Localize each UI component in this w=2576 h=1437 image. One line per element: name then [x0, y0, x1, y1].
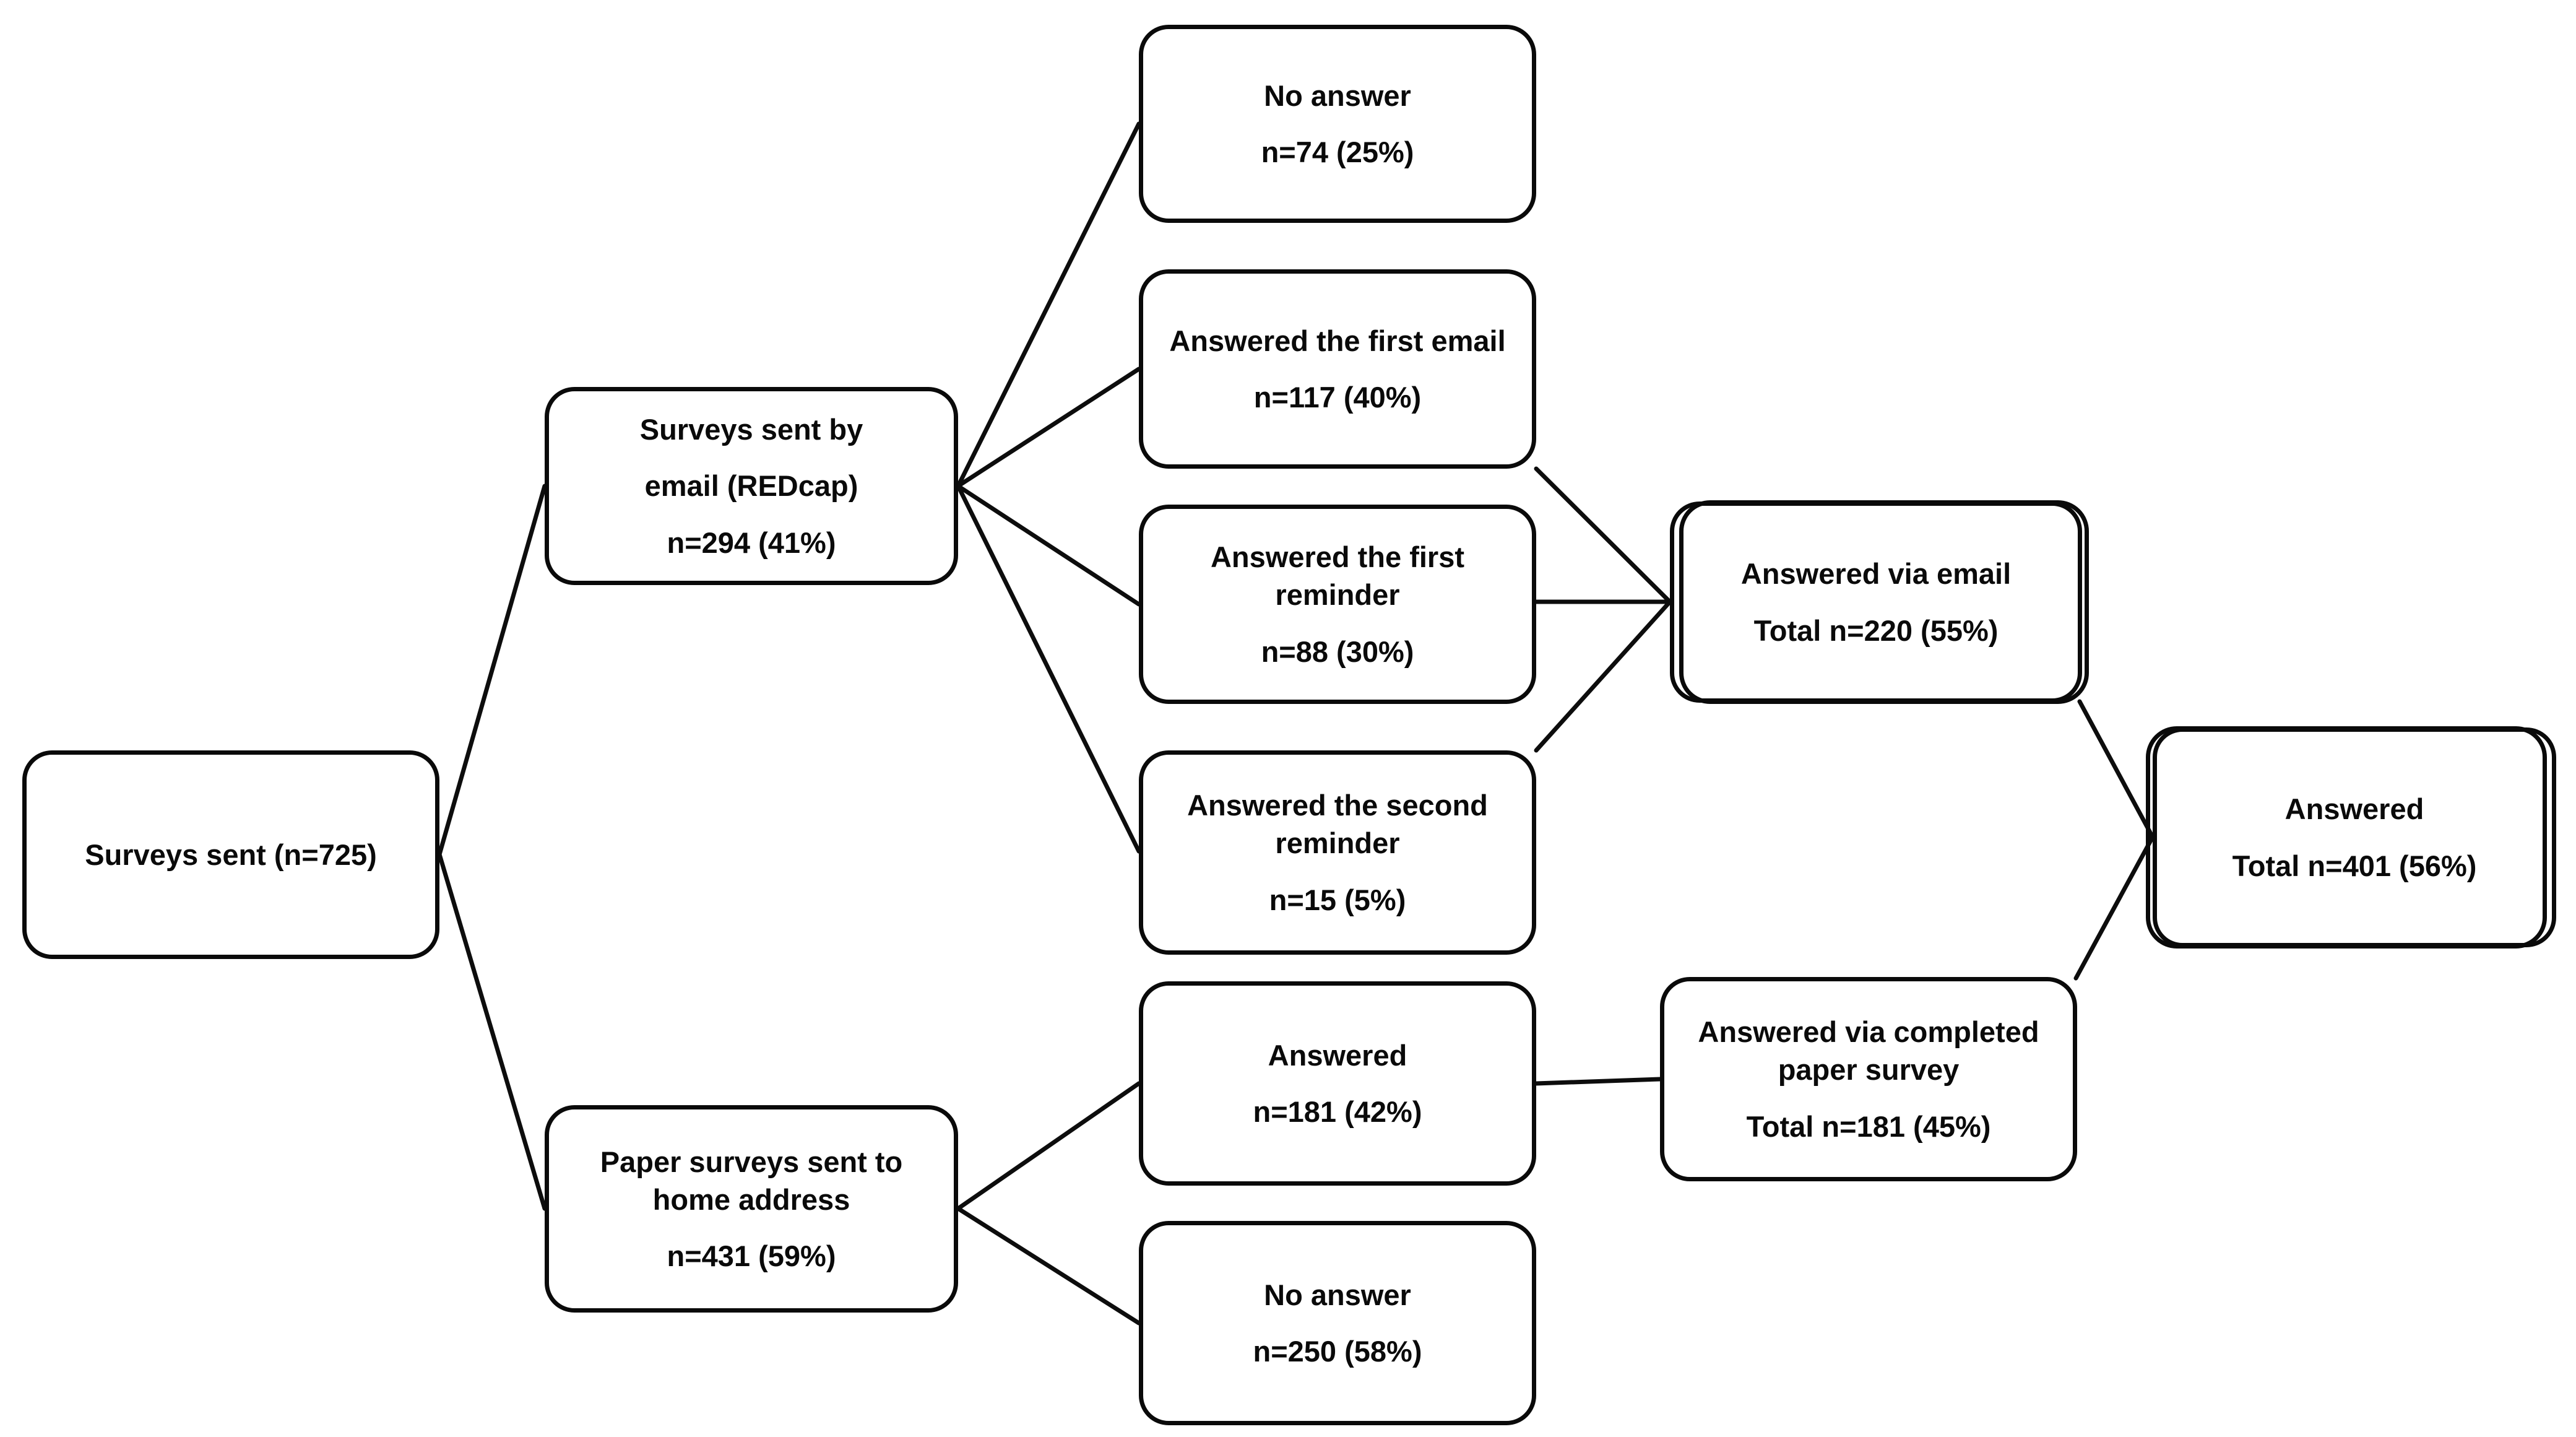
- node-label: Answered: [1268, 1038, 1407, 1072]
- node-value: n=74 (25%): [1261, 136, 1414, 168]
- node-value: Total n=181 (45%): [1746, 1109, 1991, 1143]
- edge-email-to-second-reminder: [956, 484, 1141, 854]
- edge-surveys-to-email: [437, 484, 547, 857]
- edge-paper-to-answered: [956, 1081, 1141, 1211]
- edge-surveys-to-paper: [437, 852, 547, 1211]
- node-email-sent: Surveys sent by email (REDcap) n=294 (41…: [545, 387, 958, 585]
- edge-paper-to-no-answer: [956, 1206, 1141, 1326]
- node-label: Answered the second reminder: [1187, 789, 1488, 860]
- edge-answered-to-via-paper: [1534, 1077, 1662, 1086]
- node-email-no-answer: No answer n=74 (25%): [1139, 25, 1536, 223]
- node-label: Surveys sent by: [639, 413, 863, 446]
- node-paper-answered: Answered n=181 (42%): [1139, 981, 1536, 1186]
- node-surveys-sent: Surveys sent (n=725): [22, 750, 439, 959]
- node-label: Answered the first email: [1169, 324, 1506, 357]
- node-paper-no-answer: No answer n=250 (58%): [1139, 1221, 1536, 1425]
- node-answered-total: Answered Total n=401 (56%): [2146, 726, 2556, 949]
- node-paper-sent: Paper surveys sent to home address n=431…: [545, 1105, 958, 1313]
- node-label: Answered via email: [1740, 557, 2012, 591]
- edge-via-paper-to-total: [2073, 835, 2155, 981]
- node-label: Answered via completed paper survey: [1698, 1015, 2039, 1087]
- node-label: No answer: [1264, 1278, 1411, 1311]
- node-first-reminder: Answered the first reminder n=88 (30%): [1139, 505, 1536, 704]
- node-value: n=88 (30%): [1261, 635, 1414, 668]
- node-label: No answer: [1264, 79, 1411, 112]
- edge-second-reminder-to-via-email: [1534, 599, 1672, 753]
- edge-first-email-to-via-email: [1534, 466, 1672, 604]
- node-answered-via-email: Answered via email Total n=220 (55%): [1670, 500, 2089, 704]
- node-second-reminder: Answered the second reminder n=15 (5%): [1139, 750, 1536, 955]
- node-value: Total n=401 (56%): [2232, 849, 2477, 882]
- edge-email-to-no-answer: [956, 121, 1141, 488]
- node-value: Total n=220 (55%): [1753, 614, 1999, 647]
- node-value: n=117 (40%): [1253, 381, 1422, 414]
- node-label: Surveys sent (n=725): [85, 838, 377, 871]
- node-value: n=181 (42%): [1253, 1095, 1422, 1128]
- node-value: n=250 (58%): [1253, 1335, 1422, 1368]
- node-value: n=431 (59%): [667, 1239, 836, 1273]
- edge-email-to-first-email: [956, 367, 1141, 488]
- node-value: n=15 (5%): [1269, 883, 1406, 916]
- node-label: Answered the first reminder: [1210, 541, 1465, 612]
- node-label: email (REDcap): [644, 469, 858, 503]
- node-answered-via-paper: Answered via completed paper survey Tota…: [1660, 977, 2077, 1181]
- node-label: Paper surveys sent to home address: [600, 1145, 903, 1216]
- node-label: Answered: [2284, 792, 2424, 826]
- node-first-email: Answered the first email n=117 (40%): [1139, 269, 1536, 469]
- edge-via-email-to-total: [2077, 699, 2155, 840]
- node-value: n=294 (41%): [667, 526, 836, 559]
- edge-email-to-first-reminder: [956, 484, 1141, 607]
